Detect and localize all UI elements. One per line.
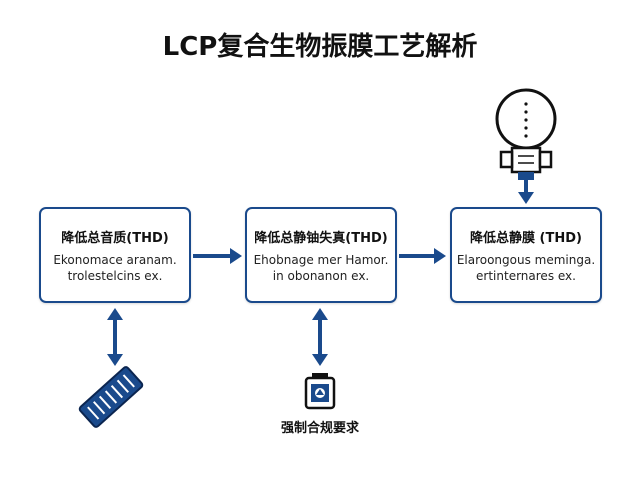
diaphragm-strip-icon <box>78 366 144 428</box>
process-box-thd-3: 降低总静膜 (THD) Elaroongous meminga. ertinte… <box>450 207 602 303</box>
box-desc-line1: Ekonomace aranam. <box>53 252 177 267</box>
box-desc-line2: in obonanon ex. <box>272 268 370 283</box>
arrow-box2-to-box3 <box>399 248 446 264</box>
process-box-thd-2: 降低总静铀失真(THD) Ehobnage mer Hamor. in obon… <box>245 207 397 303</box>
page-title: LCP复合生物振膜工艺解析 <box>162 32 478 62</box>
arrow-box1-to-box2 <box>193 248 242 264</box>
box-heading: 降低总静膜 (THD) <box>470 230 582 246</box>
box-desc-line2: ertinternares ex. <box>476 268 576 283</box>
box-desc-line1: Elaroongous meminga. <box>456 252 596 267</box>
box-heading: 降低总音质(THD) <box>61 230 169 246</box>
box-desc-line2: trolestelcins ex. <box>67 268 163 283</box>
process-box-thd-1: 降低总音质(THD) Ekonomace aranam. trolestelci… <box>39 207 191 303</box>
double-arrow-box1 <box>107 308 123 366</box>
box-heading: 降低总静铀失真(THD) <box>254 230 388 246</box>
compliance-caption: 强制合规要求 <box>280 421 359 436</box>
double-arrow-box2 <box>312 308 328 366</box>
arrow-mic-to-box3 <box>518 180 534 204</box>
microphone-icon <box>495 88 557 180</box>
box-desc-line1: Ehobnage mer Hamor. <box>253 252 389 267</box>
lab-flask-icon <box>304 373 336 410</box>
